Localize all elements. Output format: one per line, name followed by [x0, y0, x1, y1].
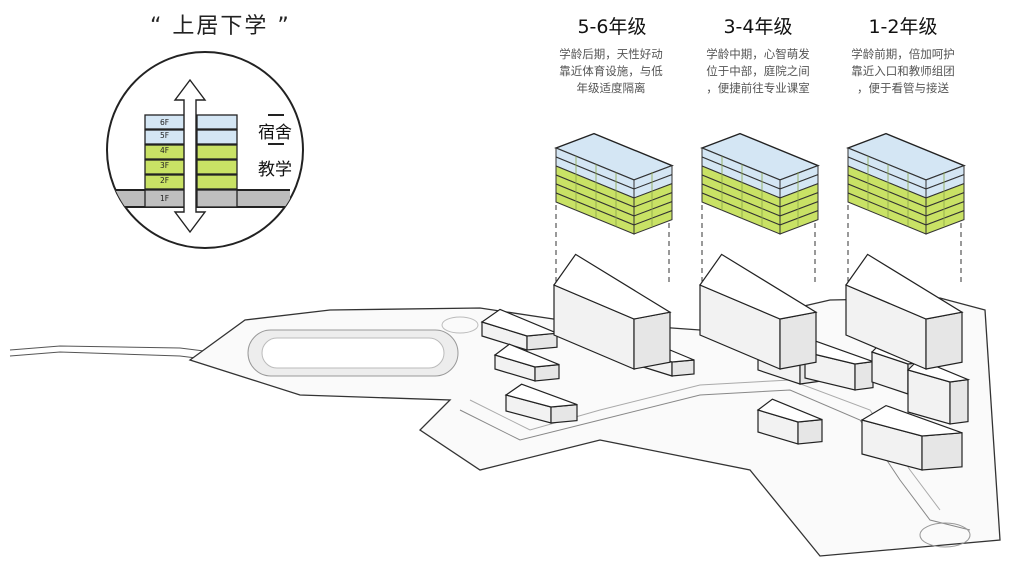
floor-label-1f: 1F: [160, 194, 170, 203]
floor-band: [196, 144, 238, 160]
exploded-blocks: [554, 132, 966, 235]
floor-block-grade56: [554, 132, 674, 235]
page-title: “ 上居下学 ”: [150, 14, 291, 39]
grade-title-12: 1-2年级: [868, 16, 938, 38]
floor-band: [196, 114, 238, 130]
grade-desc-12: 学龄前期，倍加呵护 靠近入口和教师组团 ，便于看管与接送: [833, 46, 973, 97]
plaza-ring: [441, 316, 479, 334]
double-arrow-icon: [173, 78, 207, 234]
grade-title-34: 3-4年级: [723, 16, 793, 38]
desc-line: ，便于看管与接送: [857, 81, 949, 95]
guide-lines: [555, 205, 962, 285]
desc-line: 靠近体育设施，与低: [559, 64, 663, 78]
track-field: [261, 337, 445, 369]
desc-line: 学龄前期，倍加呵护: [851, 47, 955, 61]
desc-line: 靠近入口和教师组团: [851, 64, 955, 78]
grade-title-56: 5-6年级: [577, 16, 647, 38]
building-large: [860, 404, 963, 471]
desc-line: ，便捷前往专业课室: [706, 81, 810, 95]
building-sports: [480, 308, 558, 351]
roundabout: [919, 522, 971, 548]
floor-label-4f: 4F: [160, 146, 170, 155]
grade-desc-56: 学龄后期，天性好动 靠近体育设施，与低 年级适度隔离: [541, 46, 681, 97]
label-dormitory: 宿舍: [258, 123, 292, 143]
floor-label-2f: 2F: [160, 176, 170, 185]
floor-label-6f: 6F: [160, 118, 170, 127]
path-line: [459, 389, 971, 531]
desc-line: 年级适度隔离: [576, 81, 646, 95]
building-grade34: [699, 253, 818, 370]
section-diagram: [106, 51, 304, 249]
building-sm: [493, 343, 560, 382]
desc-line: 学龄后期，天性好动: [559, 47, 663, 61]
buildings: [480, 253, 971, 471]
floor-band: [196, 174, 238, 190]
building-sm: [504, 383, 578, 424]
floor-band: [196, 129, 238, 145]
building-mid: [803, 340, 874, 391]
floor-band: [196, 159, 238, 175]
desc-line: 学龄中期，心智萌发: [706, 47, 810, 61]
floor-stack-right: [196, 114, 238, 208]
building-grade56: [553, 253, 672, 370]
floor-label-3f: 3F: [160, 161, 170, 170]
floor-block-grade12: [846, 132, 966, 235]
building-sm: [756, 398, 823, 445]
building-grade12: [845, 253, 964, 370]
floor-block-grade34: [700, 132, 820, 235]
label-teaching: 教学: [258, 160, 292, 180]
building-mid: [906, 358, 971, 425]
grade-desc-34: 学龄中期，心智萌发 位于中部，庭院之间 ，便捷前往专业课室: [688, 46, 828, 97]
desc-line: 位于中部，庭院之间: [706, 64, 810, 78]
floor-label-5f: 5F: [160, 131, 170, 140]
floor-band: [196, 189, 238, 208]
